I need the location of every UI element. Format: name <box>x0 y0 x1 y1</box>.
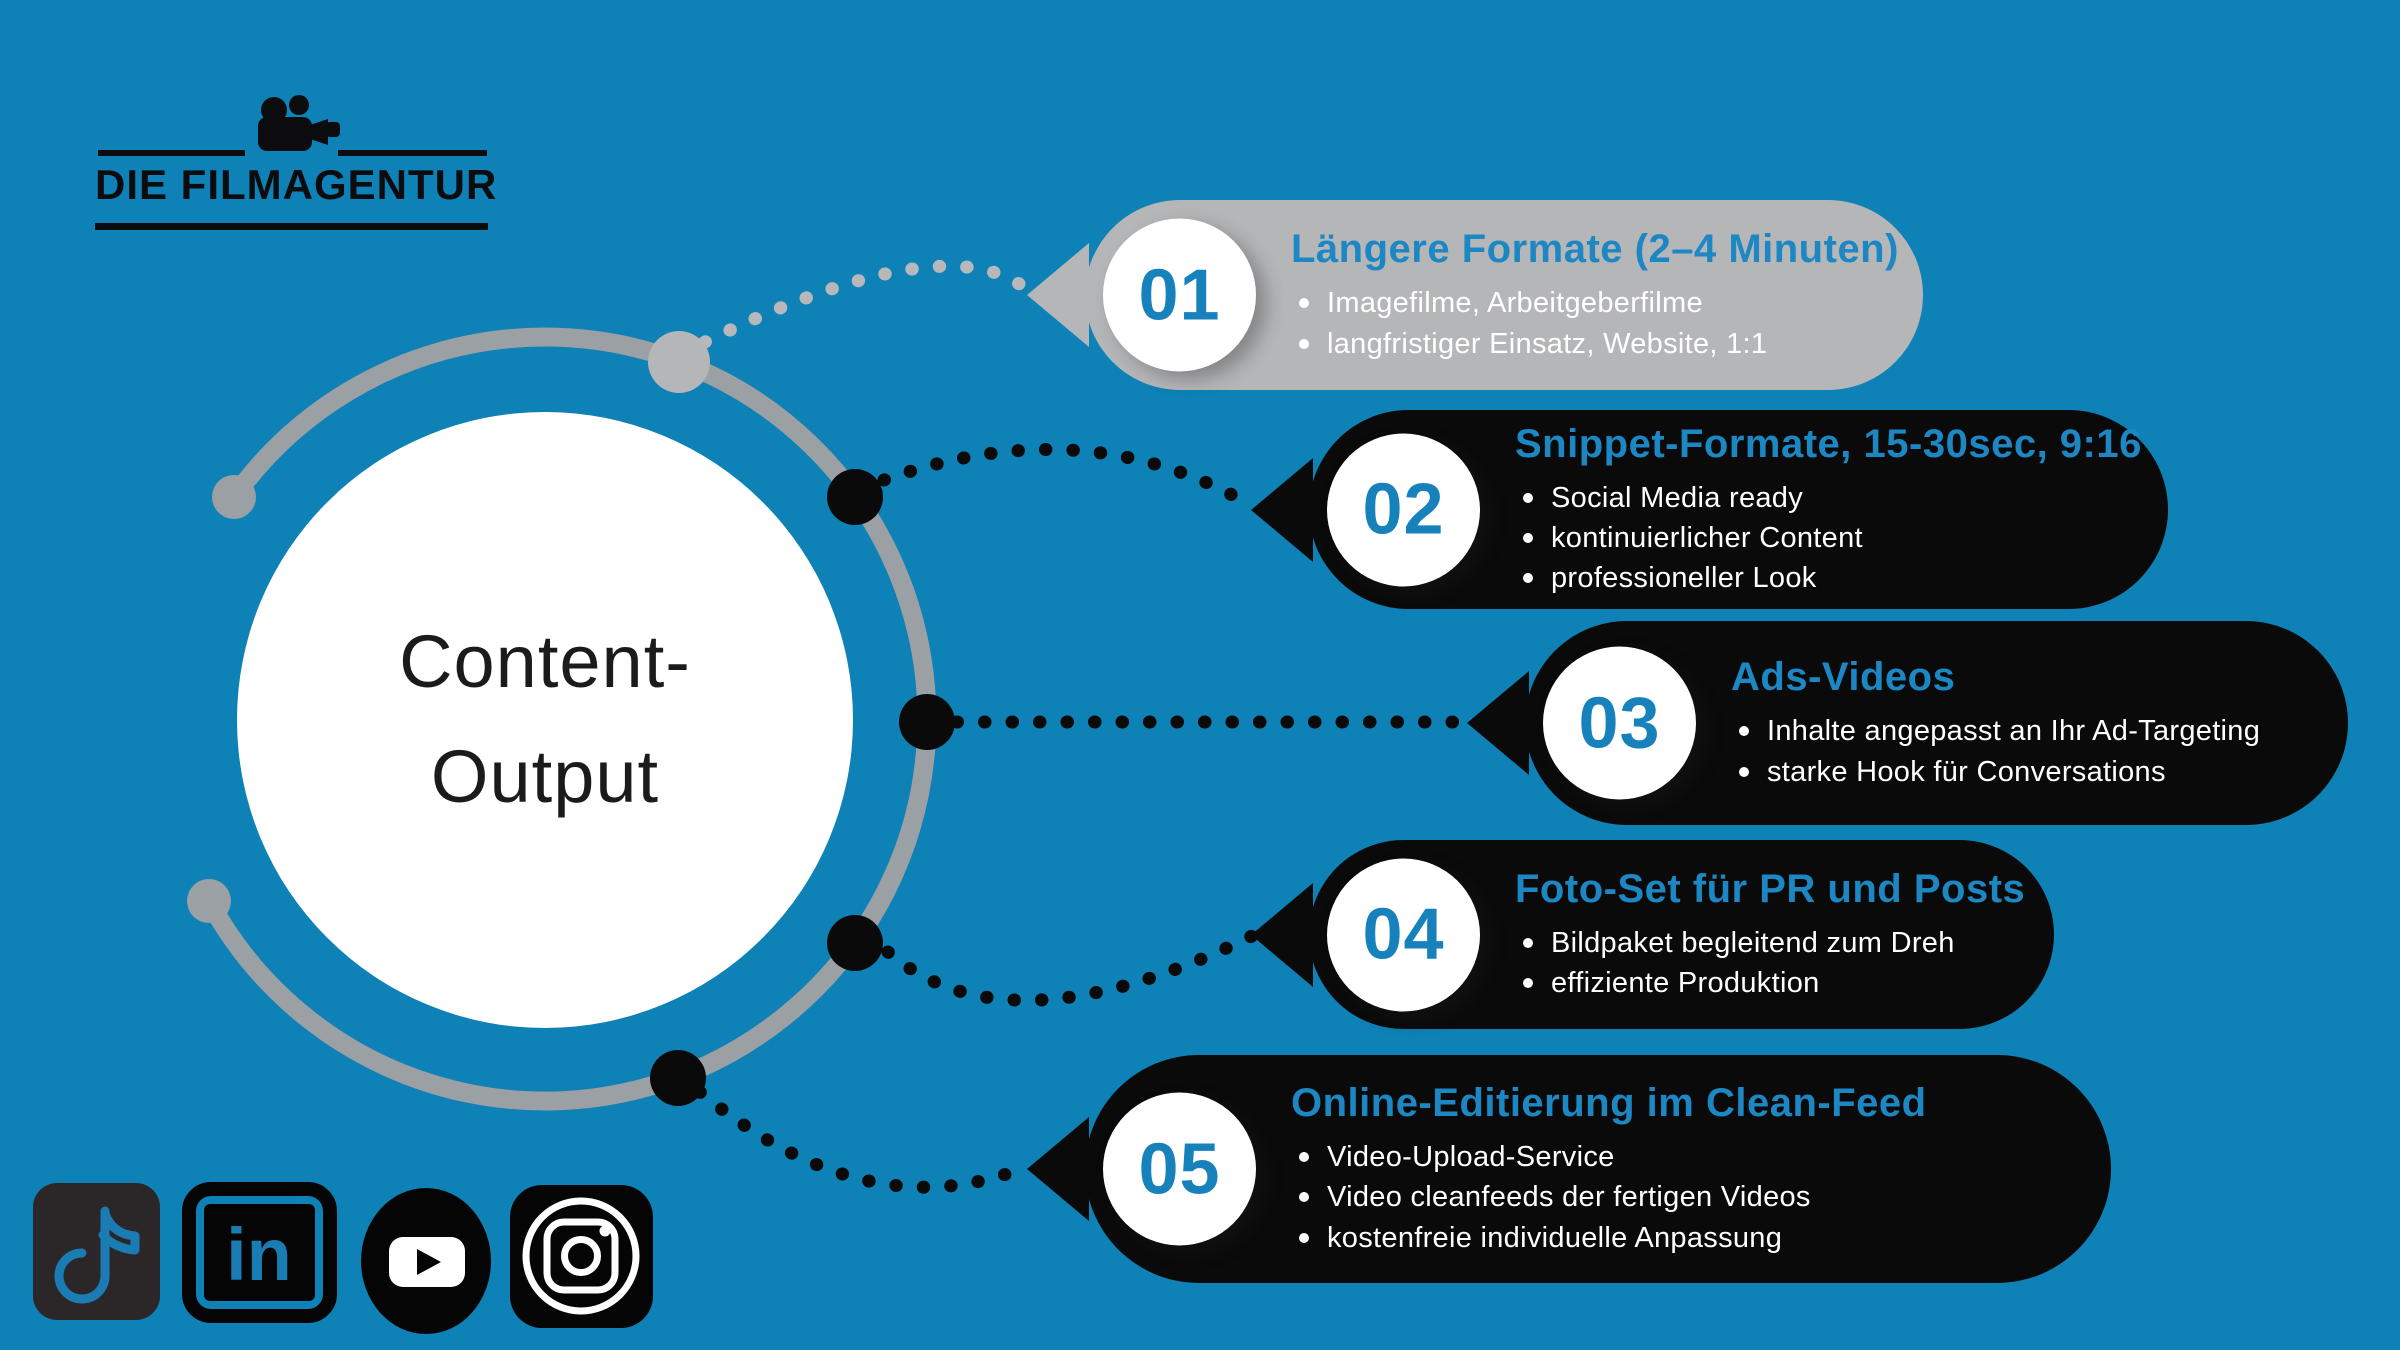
list-item: Video cleanfeeds der fertigen Videos <box>1291 1178 2087 1216</box>
bullet-dot <box>1299 1192 1309 1203</box>
center-topic-circle: Content- Output <box>237 412 853 1028</box>
ring-end-dot-top <box>212 475 256 519</box>
linkedin-glyph: in <box>226 1213 292 1296</box>
list-item: Bildpaket begleitend zum Dreh <box>1515 924 2030 962</box>
ring-node-01 <box>648 331 710 393</box>
list-item: langfristiger Einsatz, Website, 1:1 <box>1291 325 1899 363</box>
card-04-title: Foto-Set für PR und Posts <box>1515 866 2026 911</box>
card-04-foto-set: 04 Foto-Set für PR und Posts Bildpaket b… <box>1309 840 2054 1029</box>
bullet-dot <box>1739 766 1749 777</box>
bullet-dot <box>1523 978 1533 988</box>
list-item: kontinuierlicher Content <box>1515 519 2144 557</box>
connector-dotted-02 <box>877 443 1259 513</box>
bullet-dot <box>1299 298 1309 309</box>
brand-logo: DIE FILMAGENTUR <box>95 95 498 240</box>
card-02-snippet-formate: 02 Snippet-Formate, 15-30sec, 9:16 Socia… <box>1309 410 2168 609</box>
logo-rule-bottom <box>95 223 488 230</box>
card-03-number-badge: 03 <box>1543 646 1696 800</box>
card-04-number: 04 <box>1362 894 1445 975</box>
bullet-dot <box>1523 937 1533 948</box>
card-04-number-badge: 04 <box>1327 858 1480 1011</box>
tiktok-icon[interactable] <box>33 1183 160 1320</box>
card-05-number-badge: 05 <box>1103 1092 1256 1246</box>
ring-node-05 <box>650 1050 706 1106</box>
list-item: kostenfreie individuelle Anpassung <box>1291 1219 2087 1257</box>
card-02-title: Snippet-Formate, 15-30sec, 9:16 <box>1515 421 2142 466</box>
ring-node-03 <box>899 694 955 750</box>
list-item: effiziente Produktion <box>1515 964 2030 1002</box>
linkedin-icon[interactable]: in <box>182 1182 337 1323</box>
logo-rule-left <box>98 150 245 156</box>
card-01-number: 01 <box>1138 255 1221 335</box>
card-03-number: 03 <box>1578 683 1661 763</box>
card-03-ads-videos: 03 Ads-Videos Inhalte angepasst an Ihr A… <box>1525 621 2348 825</box>
card-02-number: 02 <box>1362 469 1445 550</box>
list-item: Social Media ready <box>1515 479 2144 517</box>
card-05-title: Online-Editierung im Clean-Feed <box>1291 1081 1927 1126</box>
brand-name: DIE FILMAGENTUR <box>95 161 498 208</box>
list-item: starke Hook für Conversations <box>1731 753 2324 791</box>
list-item: Video-Upload-Service <box>1291 1138 2087 1176</box>
ring-node-04 <box>827 915 883 971</box>
list-item: Inhalte angepasst an Ihr Ad-Targeting <box>1731 712 2324 750</box>
ring-node-02 <box>827 469 883 525</box>
bullet-dot <box>1523 532 1533 543</box>
center-topic-line2: Output <box>430 735 660 818</box>
list-item: Imagefilme, Arbeitgeberfilme <box>1291 284 1899 322</box>
connector-dotted-05 <box>693 1085 1035 1194</box>
film-camera-icon <box>258 95 340 151</box>
youtube-icon[interactable] <box>360 1188 492 1335</box>
card-05-number: 05 <box>1138 1129 1221 1209</box>
bullet-dot <box>1299 338 1309 349</box>
bullet-dot <box>1523 492 1533 503</box>
card-01-title: Längere Formate (2–4 Minuten) <box>1291 227 1899 272</box>
card-05-online-editierung: 05 Online-Editierung im Clean-Feed Video… <box>1085 1055 2111 1283</box>
card-01-number-badge: 01 <box>1103 218 1256 372</box>
ring-end-dot-bottom <box>187 879 231 923</box>
center-topic-line1: Content- <box>399 620 691 704</box>
bullet-dot <box>1739 726 1749 737</box>
card-01-laengere-formate: 01 Längere Formate (2–4 Minuten) Imagefi… <box>1085 200 1923 390</box>
card-02-number-badge: 02 <box>1327 433 1480 586</box>
instagram-icon[interactable] <box>510 1185 653 1328</box>
connector-dotted-01 <box>698 259 1037 349</box>
connector-dotted-04 <box>881 929 1259 1007</box>
bullet-dot <box>1299 1232 1309 1243</box>
bullet-dot <box>1299 1152 1309 1163</box>
logo-rule-right <box>338 150 487 156</box>
bullet-dot <box>1523 573 1533 584</box>
card-03-title: Ads-Videos <box>1731 655 1956 700</box>
list-item: professioneller Look <box>1515 559 2144 597</box>
